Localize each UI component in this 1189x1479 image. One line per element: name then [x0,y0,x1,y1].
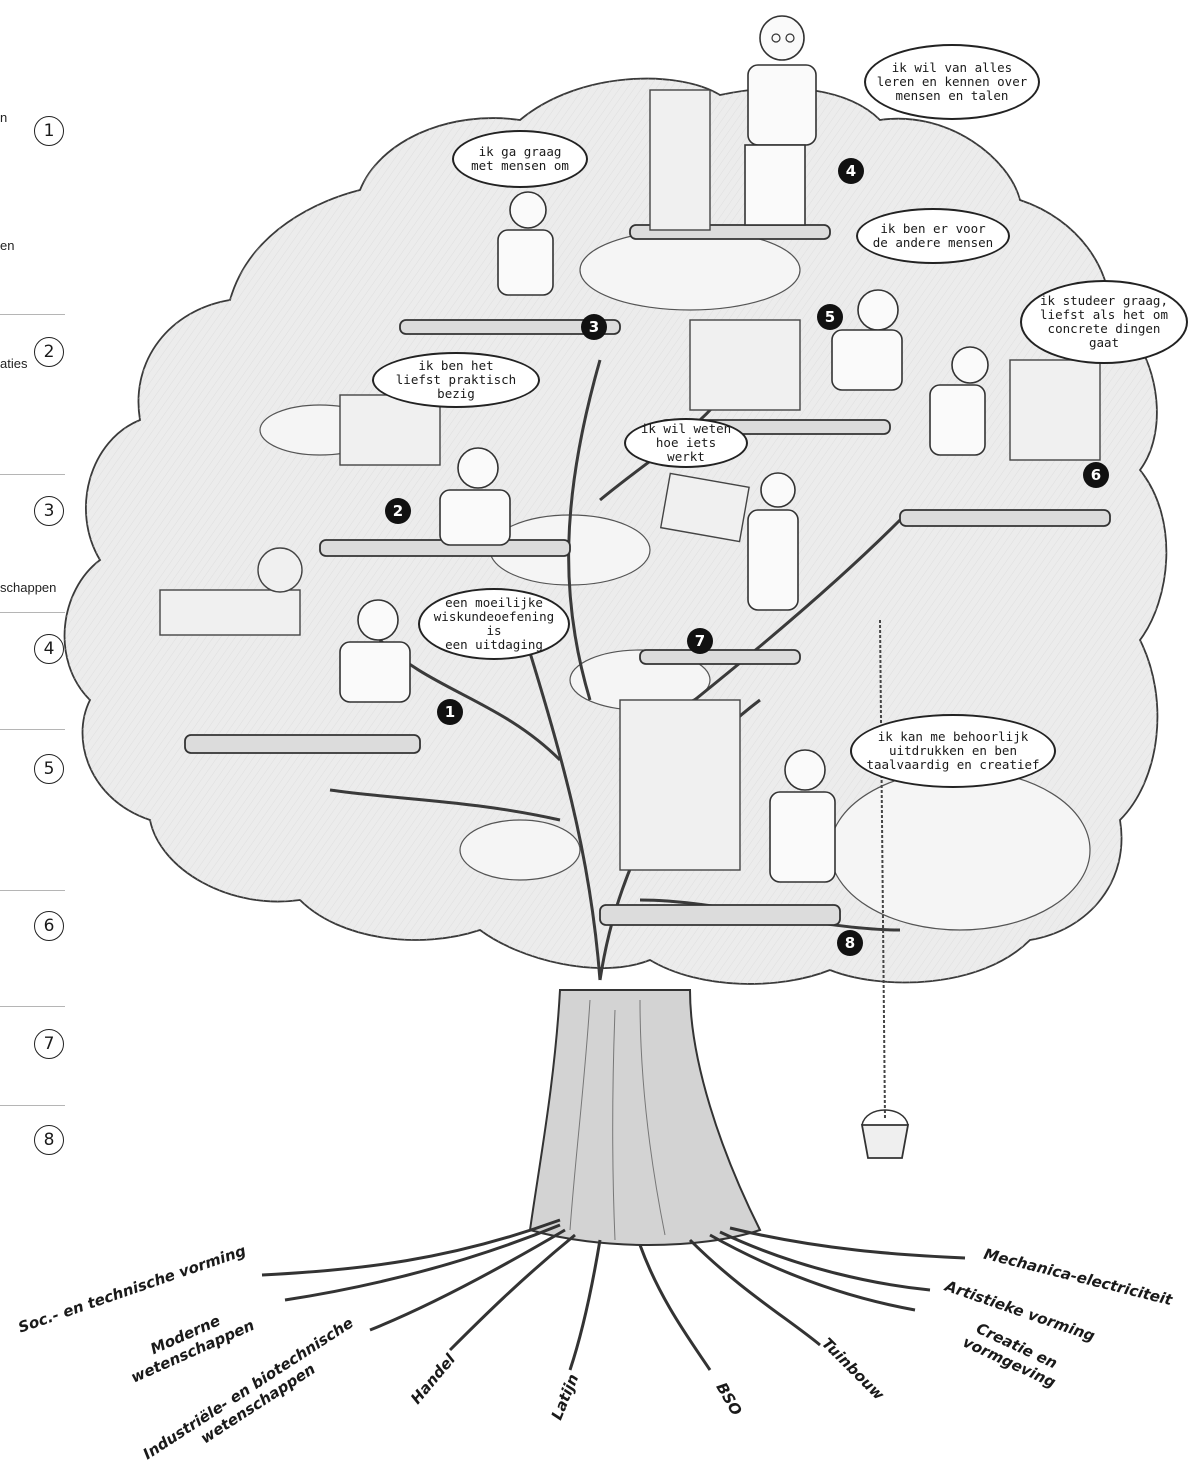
platform-marker-1: 1 [437,699,463,725]
speech-bubble-3: ik ga graag met mensen om [452,130,588,188]
circled-number-6: 6 [34,911,64,941]
people-figures [339,15,989,883]
platform-marker-2: 2 [385,498,411,524]
platform-marker-3: 3 [581,314,607,340]
speech-bubble-7: ik wil weten hoe iets werkt [624,418,748,468]
cut-text-3: aties [0,356,28,371]
circled-number-8: 8 [34,1125,64,1155]
speech-bubble-2: ik ben het liefst praktisch bezig [372,352,540,408]
speech-bubble-5: ik ben er voor de andere mensen [856,208,1010,264]
circled-number-3: 3 [34,496,64,526]
divider-4 [0,729,65,730]
platform-marker-7: 7 [687,628,713,654]
divider-7 [0,1105,65,1106]
divider-2 [0,474,65,475]
cut-text-2: en [0,238,15,253]
speech-bubble-4: ik wil van alles leren en kennen over me… [864,44,1040,120]
divider-5 [0,890,65,891]
speech-bubble-6: ik studeer graag, liefst als het om conc… [1020,280,1188,364]
circled-number-2: 2 [34,337,64,367]
speech-bubble-1: een moeilijke wiskundeoefening is een ui… [418,588,570,660]
platform-marker-8: 8 [837,930,863,956]
circled-number-4: 4 [34,634,64,664]
tree-platforms [184,224,1111,926]
bucket [860,1124,910,1159]
platform-marker-6: 6 [1083,462,1109,488]
tree-trunk [528,989,762,1246]
cut-text-4: schappen [0,580,57,595]
divider-6 [0,1006,65,1007]
platform-marker-5: 5 [817,304,843,330]
circled-number-1: 1 [34,116,64,146]
tree-roots [261,1218,966,1371]
divider-1 [0,314,65,315]
circled-number-7: 7 [34,1029,64,1059]
speech-bubble-8: ik kan me behoorlijk uitdrukken en ben t… [850,714,1056,788]
divider-3 [0,612,65,613]
cut-text-1: n [0,110,8,125]
platform-marker-4: 4 [838,158,864,184]
circled-number-5: 5 [34,754,64,784]
